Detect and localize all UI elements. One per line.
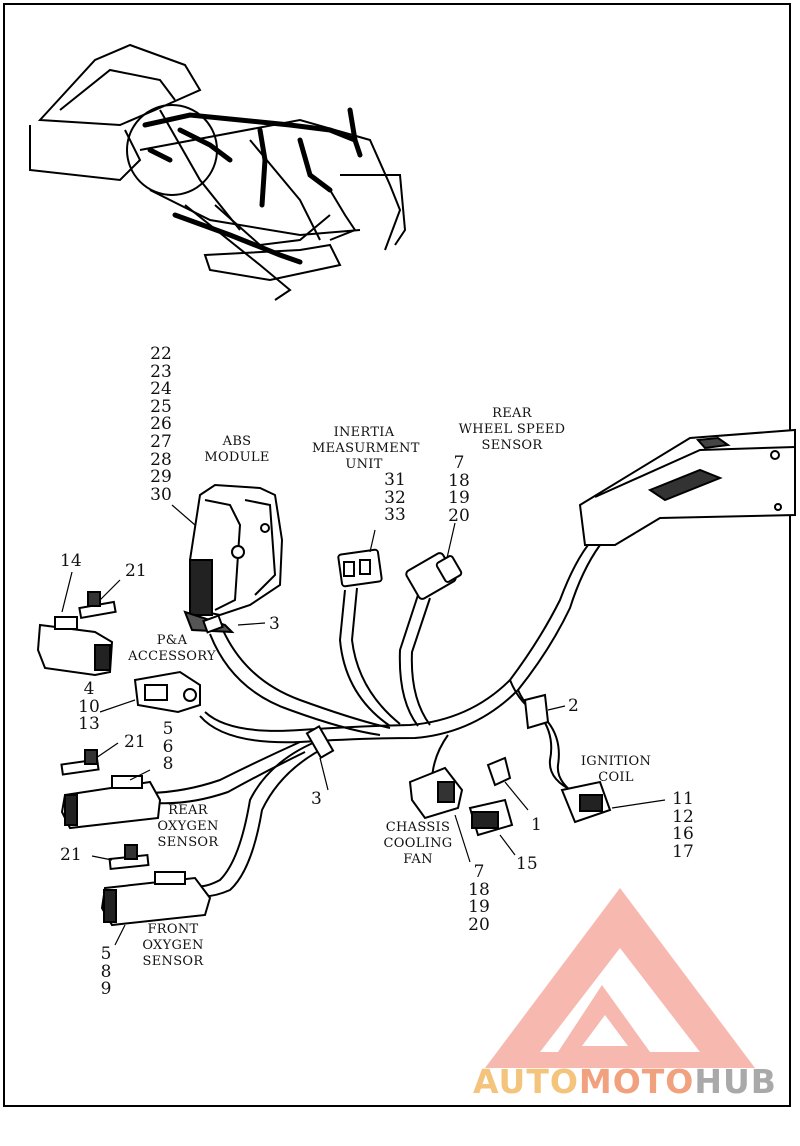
callout-number: 20 (448, 505, 470, 526)
pa-accessory-connector-drawing (133, 670, 201, 714)
callout-number: 27 (150, 431, 172, 452)
callout-number: 13 (78, 714, 100, 735)
callout-21-bottom: 21 (60, 845, 82, 865)
callout-number: 28 (150, 449, 172, 470)
callout-15: 15 (516, 854, 538, 874)
callout-2: 2 (568, 696, 579, 716)
rear-o2-callout-numbers: 5 6 8 (155, 719, 181, 775)
connector-14-drawing (36, 616, 114, 677)
ignition-coil-connector-drawing (523, 693, 612, 824)
main-harness (149, 539, 601, 898)
callout-number: 29 (150, 467, 172, 488)
callout-number: 17 (672, 841, 694, 862)
callout-number: 6 (162, 736, 174, 757)
imu-callout-numbers: 31 32 33 (380, 470, 410, 526)
automotohub-watermark: AUTOMOTOHUB (473, 1062, 777, 1101)
page-border (3, 3, 791, 1107)
pa-callout-numbers: 4 10 13 (74, 679, 104, 735)
front-o2-callout-numbers: 5 8 9 (93, 944, 119, 1000)
motorcycle-frame-illustration (29, 43, 407, 301)
rear-wheel-speed-connector-drawing (405, 552, 463, 600)
callout-number: 24 (150, 379, 172, 400)
callout-number: 5 (100, 944, 112, 964)
rear-wss-callout-numbers: 7 18 19 20 (444, 453, 474, 526)
harness-overview-illustration (142, 107, 363, 265)
rear-oxygen-connector-drawing (60, 775, 162, 830)
imu-connector-drawing (337, 548, 383, 588)
tie-strap-drawing (202, 614, 335, 759)
coil-callout-numbers: 11 12 16 17 (668, 789, 698, 862)
callout-number: 8 (100, 961, 112, 982)
callout-number: 19 (448, 488, 470, 509)
callout-number: 5 (162, 719, 174, 739)
callout-number: 26 (150, 414, 172, 435)
callout-number: 30 (150, 484, 172, 505)
abs-module-drawing (183, 483, 284, 634)
callout-3-harness: 3 (311, 789, 322, 809)
front-oxygen-connector-drawing (100, 871, 212, 927)
leader-lines (61, 504, 666, 946)
callout-number: 11 (672, 789, 694, 809)
callout-21-middle: 21 (124, 732, 146, 752)
callout-number: 7 (453, 453, 465, 473)
callout-number: 19 (468, 897, 490, 918)
automotohub-logo-icon (485, 888, 755, 1068)
callout-number: 18 (448, 470, 470, 491)
rear-frame-drawing (578, 428, 796, 546)
callout-3-abs: 3 (269, 614, 280, 634)
callout-number: 8 (162, 754, 174, 775)
watermark-auto: AUTO (473, 1062, 579, 1101)
callout-21-top: 21 (125, 561, 147, 581)
abs-callout-numbers: 22 23 24 25 26 27 28 29 30 (146, 344, 176, 505)
clip-21-drawing (60, 591, 150, 871)
callout-number: 12 (672, 806, 694, 827)
callout-number: 18 (468, 879, 490, 900)
callout-number: 22 (150, 344, 172, 364)
callout-number: 20 (468, 914, 490, 935)
callout-number: 7 (473, 862, 485, 882)
callout-number: 10 (78, 696, 100, 717)
callout-number: 9 (100, 979, 112, 1000)
callout-number: 31 (384, 470, 406, 490)
callout-number: 16 (672, 824, 694, 845)
callout-1: 1 (531, 815, 542, 835)
watermark-hub: HUB (694, 1062, 777, 1101)
callout-number: 32 (384, 487, 406, 508)
callout-number: 23 (150, 361, 172, 382)
callout-number: 25 (150, 396, 172, 417)
watermark-moto: MOTO (578, 1062, 695, 1101)
callout-number: 33 (384, 505, 406, 526)
callout-14: 14 (60, 551, 82, 571)
chassis-fan-connector-drawing (408, 756, 514, 837)
fan-callout-numbers: 7 18 19 20 (464, 862, 494, 935)
callout-number: 4 (83, 679, 95, 699)
